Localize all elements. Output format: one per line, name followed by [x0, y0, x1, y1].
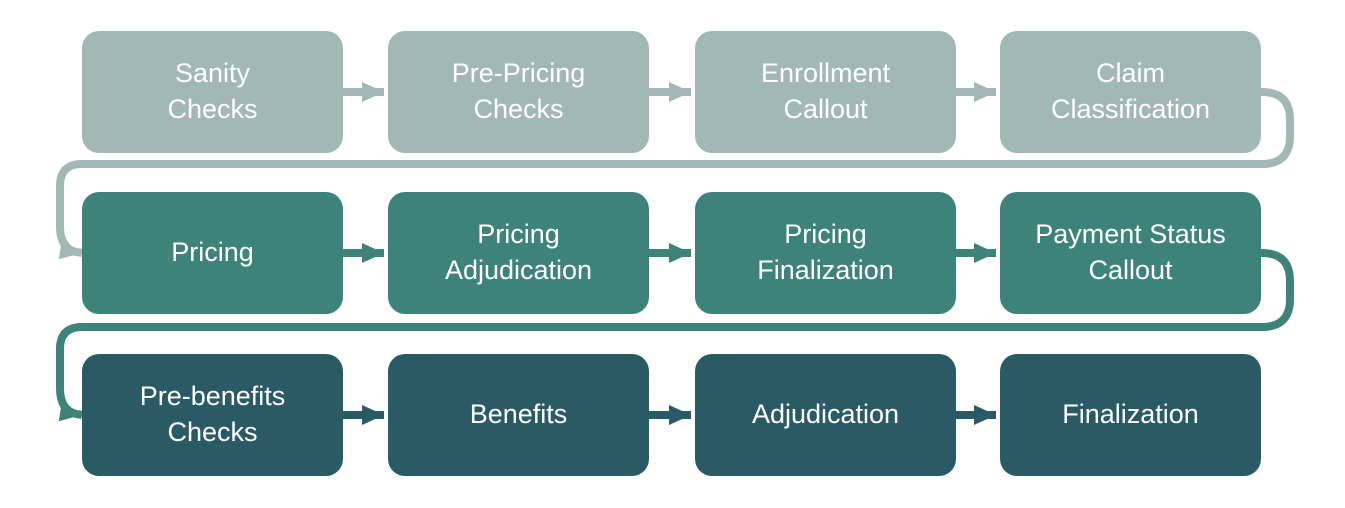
flow-step-pricing-finalization: Pricing Finalization — [695, 192, 956, 314]
flow-step-enrollment-callout: Enrollment Callout — [695, 31, 956, 153]
stage2-arrows — [56, 243, 1294, 422]
flow-step-pricing-adjudication: Pricing Adjudication — [388, 192, 649, 314]
flow-step-payment-status-callout: Payment Status Callout — [1000, 192, 1261, 314]
flow-step-pricing: Pricing — [82, 192, 343, 314]
flow-step-finalization: Finalization — [1000, 354, 1261, 476]
stage1-arrows — [56, 82, 1294, 260]
flow-step-pre-pricing-checks: Pre-Pricing Checks — [388, 31, 649, 153]
flow-step-adjudication: Adjudication — [695, 354, 956, 476]
flow-step-sanity-checks: Sanity Checks — [82, 31, 343, 153]
flow-step-pre-benefits-checks: Pre-benefits Checks — [82, 354, 343, 476]
wrap-connector-row1-to-row2 — [56, 88, 1294, 260]
wrap-connector-row2-to-row3 — [56, 249, 1294, 422]
flow-step-benefits: Benefits — [388, 354, 649, 476]
flow-step-claim-classification: Claim Classification — [1000, 31, 1261, 153]
